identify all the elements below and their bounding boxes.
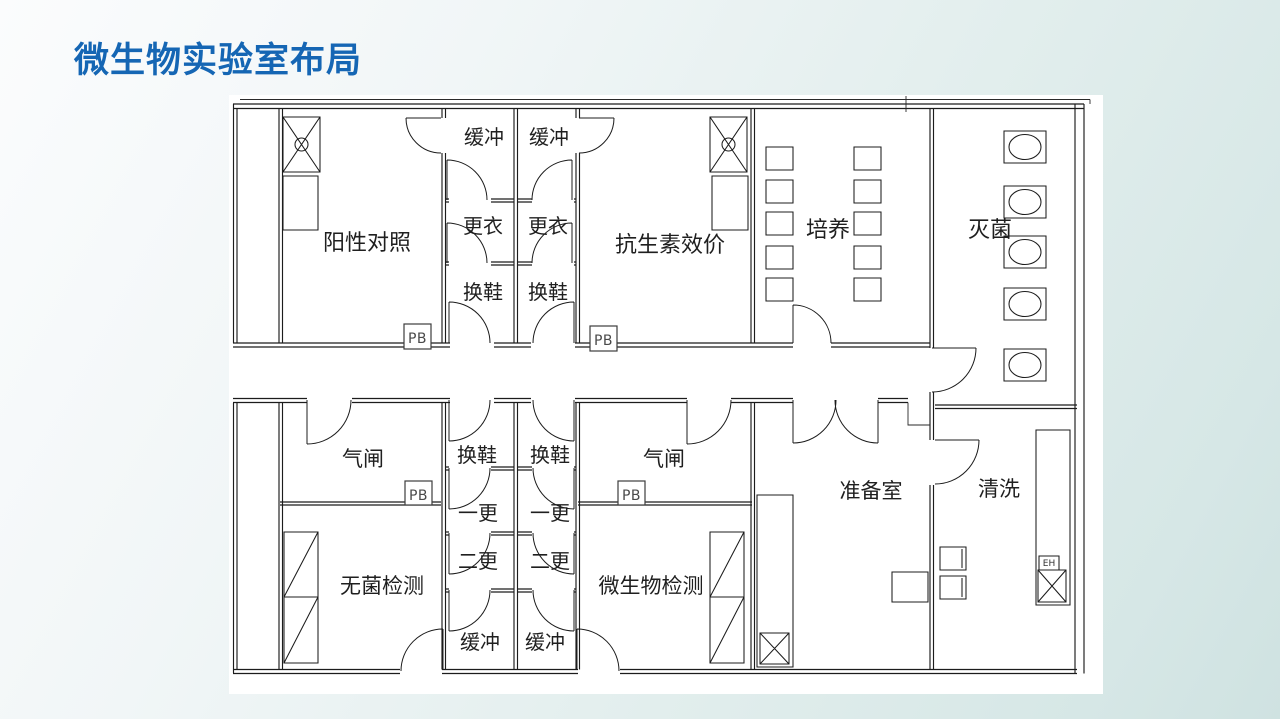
incubator-icons — [765, 146, 882, 302]
bench-icons — [283, 429, 1071, 668]
room-label-first-change-r: 一更 — [530, 501, 570, 525]
room-label-antibiotic-potency: 抗生素效价 — [615, 233, 725, 258]
room-label-shoe-tr: 换鞋 — [528, 280, 568, 304]
pass-box-label: PB — [622, 488, 641, 504]
equipment — [282, 116, 1071, 668]
pass-box-icon — [617, 480, 646, 506]
room-label-prep-room: 准备室 — [840, 479, 903, 503]
room-label-washing: 清洗 — [978, 477, 1020, 501]
walls — [232, 96, 1091, 675]
pass-box-icon — [404, 480, 433, 506]
room-label-positive-control: 阳性对照 — [323, 231, 411, 256]
room-label-airlock-l: 气闸 — [342, 447, 384, 471]
pass-box-label: PB — [594, 333, 613, 349]
pass-box-label: PB — [409, 488, 428, 504]
room-label-micro-test: 微生物检测 — [599, 574, 704, 598]
page-title: 微生物实验室布局 — [74, 41, 363, 81]
room-label-second-change-r: 二更 — [530, 549, 570, 573]
room-label-gowning-r: 更衣 — [528, 214, 568, 238]
door-swings — [306, 117, 980, 672]
pass-boxes: PB PB PB PB EH — [403, 323, 1055, 569]
room-label-airlock-r: 气闸 — [643, 447, 685, 471]
room-label-shoe-tl: 换鞋 — [463, 280, 503, 304]
room-label-gowning-l: 更衣 — [463, 214, 503, 238]
room-label-second-change-l: 二更 — [458, 549, 498, 573]
autoclave-icons — [1003, 130, 1047, 382]
room-label-buffer-br: 缓冲 — [525, 630, 565, 654]
room-label-first-change-l: 一更 — [458, 501, 498, 525]
floor-plan-panel: PB PB PB PB EH 阳性对照 抗生素效价 培养 灭菌 缓冲 缓冲 更衣… — [229, 95, 1103, 694]
room-label-culture: 培养 — [806, 218, 850, 243]
room-label-buffer-tl: 缓冲 — [464, 125, 504, 149]
room-labels: 阳性对照 抗生素效价 培养 灭菌 缓冲 缓冲 更衣 更衣 换鞋 换鞋 气闸 气闸… — [323, 125, 1020, 654]
pass-box-icon — [589, 325, 618, 352]
room-label-sterile-test: 无菌检测 — [340, 574, 424, 598]
cabinet-fan-icon — [294, 137, 309, 152]
room-label-buffer-bl: 缓冲 — [460, 630, 500, 654]
cabinet-fan-icon — [721, 137, 736, 152]
equipment-tag-label: EH — [1043, 559, 1055, 569]
biosafety-cabinet-icon — [282, 116, 749, 231]
pass-box-icon — [403, 323, 432, 350]
room-label-shoe-bl: 换鞋 — [457, 443, 497, 467]
room-label-buffer-tr: 缓冲 — [529, 125, 569, 149]
floor-plan: PB PB PB PB EH 阳性对照 抗生素效价 培养 灭菌 缓冲 缓冲 更衣… — [232, 96, 1091, 675]
room-label-sterilization: 灭菌 — [968, 218, 1012, 243]
pass-box-label: PB — [408, 331, 427, 347]
room-label-shoe-br: 换鞋 — [530, 443, 570, 467]
